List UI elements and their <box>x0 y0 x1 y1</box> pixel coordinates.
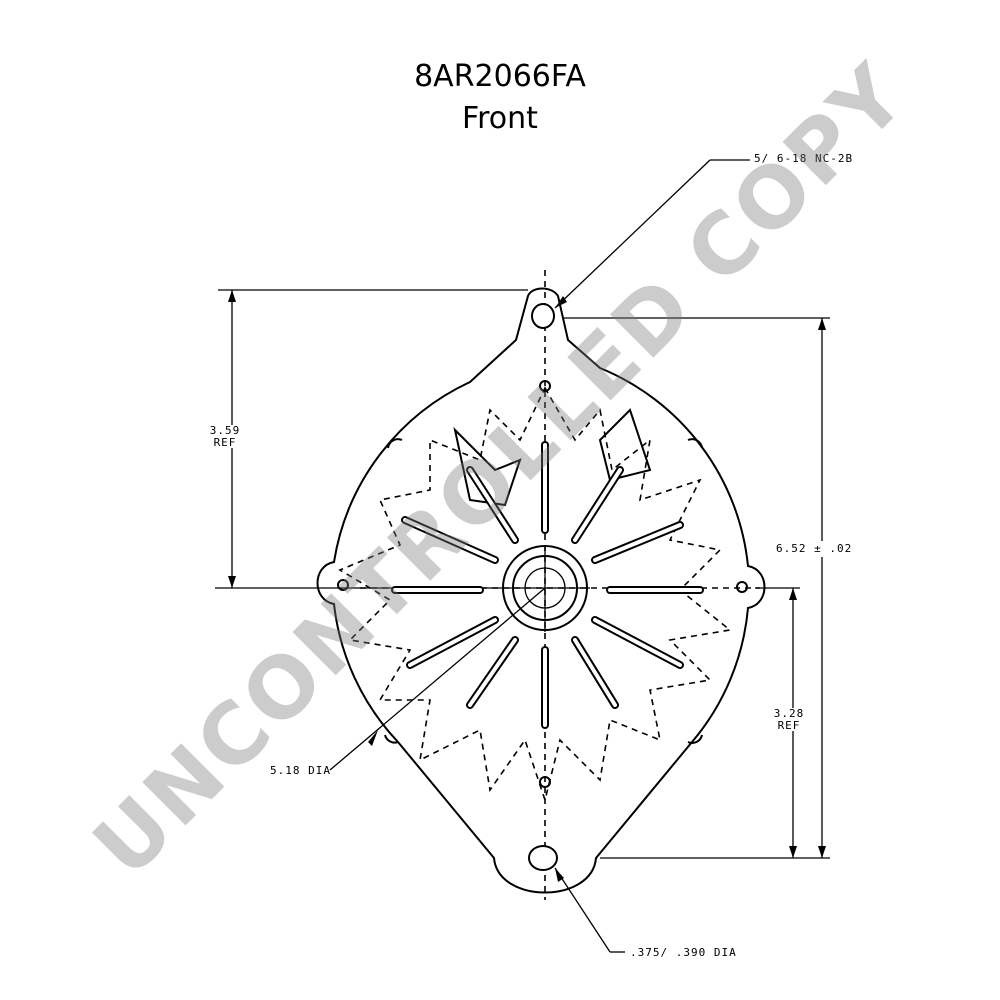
leader-thread <box>554 159 711 309</box>
dim-3-59-label: 3.59 REF <box>208 424 242 449</box>
leader-mount-hole <box>554 867 611 953</box>
upper-small-hole <box>539 380 551 392</box>
dim-3-59-value: 3.59 <box>209 424 241 437</box>
dim-3-28-value: 3.28 <box>773 707 805 720</box>
dim-6-52-label: 6.52 ± .02 <box>776 541 853 557</box>
body-diameter-label: 5.18 DIA <box>270 764 331 777</box>
cooling-slots <box>391 441 704 729</box>
thread-callout-label: 5/ 6-18 NC-2B <box>754 152 854 165</box>
part-number-title: 8AR2066FA <box>414 59 586 94</box>
dim-3-28-label: 3.28 REF <box>772 707 806 732</box>
stator-teeth-outline <box>338 386 732 803</box>
mount-hole-diameter-label: .375/ .390 DIA <box>630 946 737 959</box>
top-thread-hole <box>531 303 555 329</box>
mount-hole <box>528 845 558 871</box>
right-ear-hole <box>736 581 748 593</box>
left-ear-hole <box>337 579 349 591</box>
dim-3-59-suffix: REF <box>213 435 237 449</box>
lower-small-hole <box>539 776 551 788</box>
view-title: Front <box>462 101 538 136</box>
leader-body-dia <box>329 587 546 771</box>
dim-3-28-suffix: REF <box>777 718 801 732</box>
housing-outline <box>316 287 766 894</box>
stator-tooth-solid <box>453 426 522 507</box>
